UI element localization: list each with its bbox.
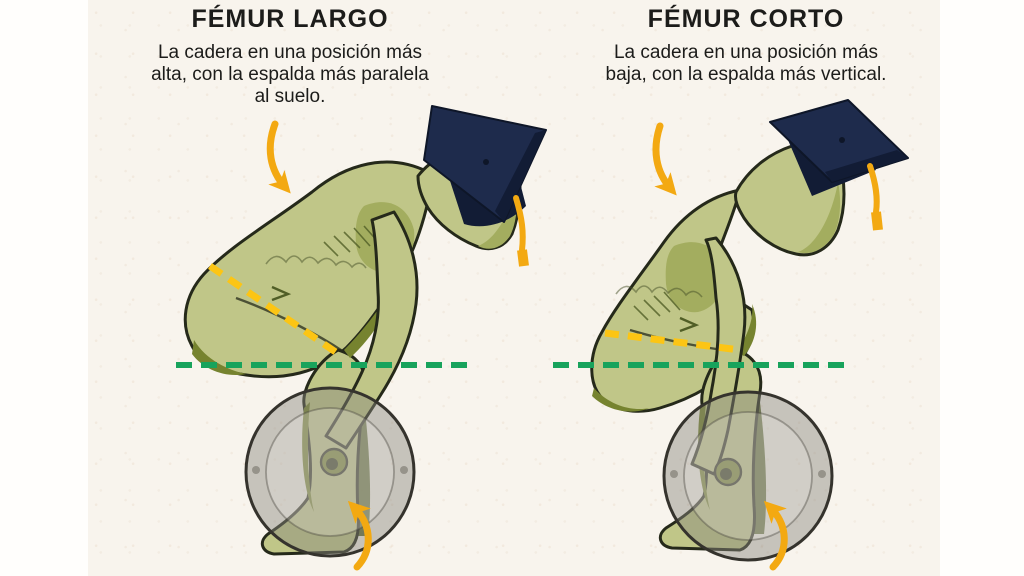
signature-watermark — [615, 285, 703, 298]
face-shade — [798, 182, 841, 254]
panel-header-femur-largo: FÉMUR LARGO La cadera en una posición má… — [90, 5, 490, 109]
fist-shadow — [720, 468, 732, 480]
thigh-chevron — [679, 316, 700, 333]
muscle-hatching — [633, 291, 681, 321]
illustration-canvas: FÉMUR LARGO La cadera en una posición má… — [88, 0, 940, 576]
fist-shadow — [326, 458, 338, 470]
calf-shade — [302, 402, 314, 512]
graduation-cap-icon — [769, 99, 909, 231]
heel-arrow-left — [347, 500, 372, 571]
calf-shade — [698, 402, 710, 510]
signature-watermark — [265, 255, 367, 269]
tassel — [513, 195, 526, 253]
tassel — [867, 163, 880, 215]
squat-comparison-illustration — [176, 99, 909, 571]
hip-arrow-right — [652, 122, 677, 196]
panel-description-femur-corto: La cadera en una posición más baja, con … — [605, 41, 887, 85]
panel-header-femur-corto: FÉMUR CORTO La cadera en una posición má… — [536, 5, 956, 86]
hip-arrow-left — [266, 120, 291, 194]
weight-plate — [662, 390, 834, 562]
panel-description-femur-largo: La cadera en una posición más alta, con … — [151, 41, 429, 108]
face-shade — [478, 188, 517, 249]
panel-title-femur-largo: FÉMUR LARGO — [191, 5, 389, 33]
weight-plate — [244, 386, 416, 558]
thigh-chevron — [271, 285, 292, 302]
figure-femur-corto — [553, 99, 909, 571]
shoulder-muscle — [665, 242, 725, 313]
figure-femur-largo — [176, 105, 547, 571]
belly-shade — [736, 304, 757, 356]
heel-arrow-right — [763, 500, 788, 571]
belly-shade — [344, 268, 404, 358]
muscle-hatching — [323, 225, 381, 257]
arm — [324, 210, 419, 450]
panel-title-femur-corto: FÉMUR CORTO — [647, 5, 845, 33]
femur-angle-line-left — [208, 263, 342, 358]
graduation-cap-icon — [423, 105, 547, 267]
glute-shade — [592, 388, 650, 412]
